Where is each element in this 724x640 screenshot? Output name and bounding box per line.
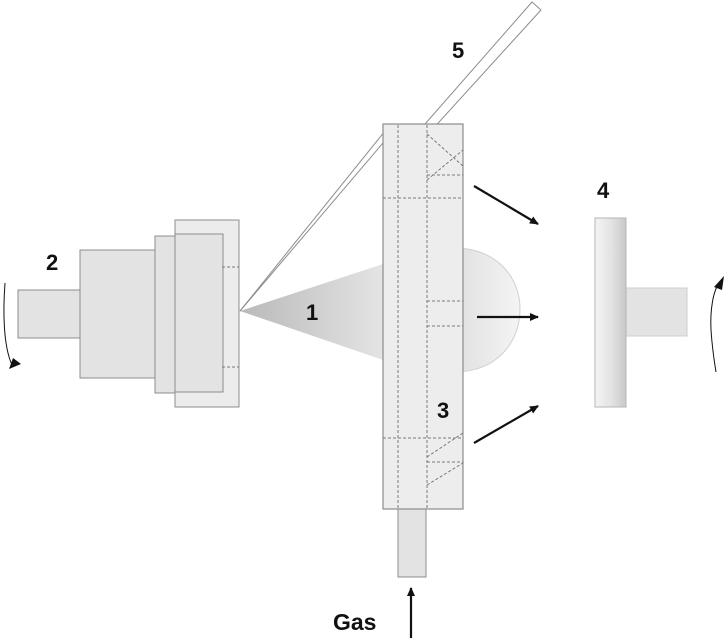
head-flange <box>154 235 176 394</box>
plasma-cone <box>240 264 383 360</box>
label-feed-rod: 5 <box>452 38 464 63</box>
arrow-upper <box>473 185 539 225</box>
head-body <box>79 249 159 379</box>
gas-chamber <box>382 123 464 578</box>
chamber-body <box>382 123 464 510</box>
flow-arrows <box>407 185 539 638</box>
chamber-internal-dashes <box>383 125 464 508</box>
label-gas-chamber: 3 <box>437 398 449 423</box>
label-plasma-region: 1 <box>306 300 318 325</box>
plasma-dome <box>454 247 521 373</box>
substrate-holder <box>594 217 724 408</box>
gas-inlet-pipe <box>397 507 427 578</box>
rotating-head-assembly <box>3 219 240 408</box>
label-gas-inlet: Gas <box>333 609 376 635</box>
substrate-plate <box>594 217 627 408</box>
head-shaft <box>17 289 83 339</box>
rotation-arrowhead-right-icon <box>714 276 724 290</box>
rotation-arrowhead-left-icon <box>9 358 21 369</box>
substrate-shaft <box>624 287 688 337</box>
rotation-arrow-right-icon <box>710 281 721 373</box>
rotation-arrow-left-icon <box>3 282 13 366</box>
arrow-lower <box>473 405 539 444</box>
head-inner-block <box>174 233 224 393</box>
label-substrate-holder: 4 <box>597 178 610 203</box>
label-rotating-head: 2 <box>46 250 58 275</box>
